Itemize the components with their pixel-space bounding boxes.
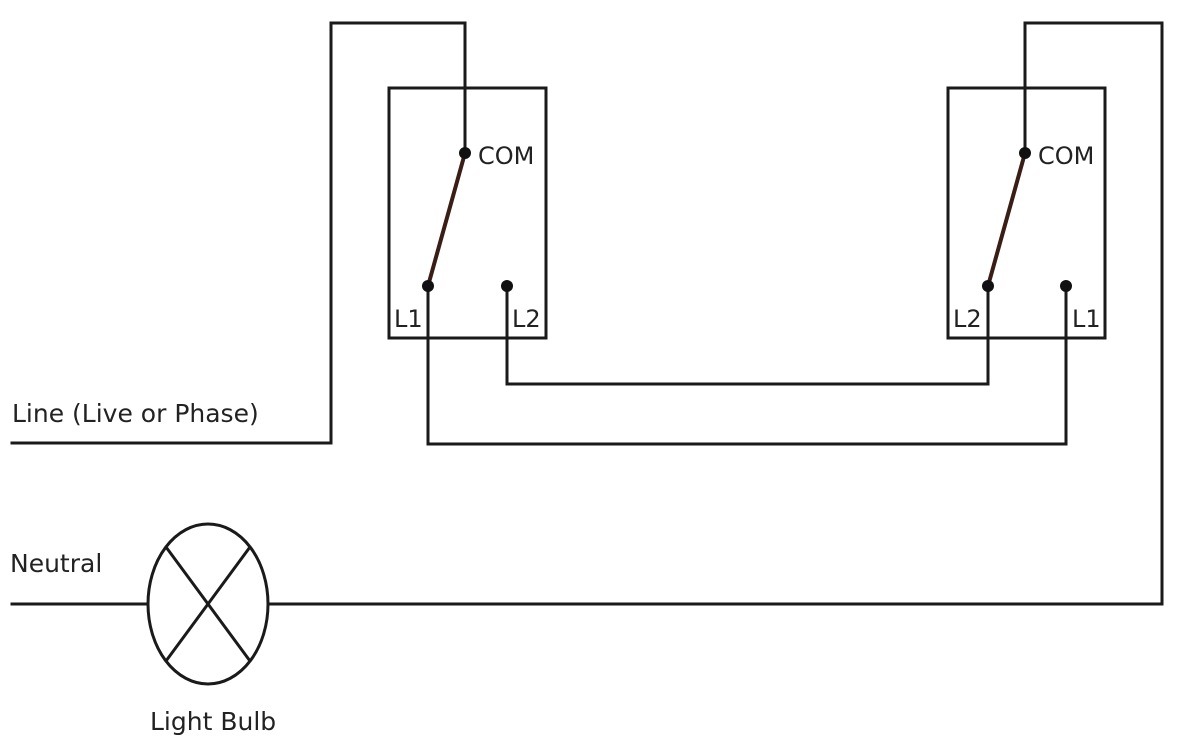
right-l2-label: L2	[953, 305, 982, 333]
light-bulb-icon	[146, 522, 270, 686]
neutral-label: Neutral	[10, 549, 102, 578]
left-l2-terminal	[501, 280, 513, 292]
right-l1-terminal	[1060, 280, 1072, 292]
left-l1-label: L1	[394, 305, 423, 333]
left-l2-label: L2	[512, 305, 541, 333]
light-bulb-label: Light Bulb	[150, 707, 276, 736]
right-l2-terminal	[982, 280, 994, 292]
left-com-label: COM	[478, 142, 534, 170]
right-l1-label: L1	[1072, 305, 1101, 333]
switched-wire	[266, 21, 1164, 606]
right-switch-lever	[986, 151, 1027, 288]
traveler-wire-l1	[426, 284, 1068, 446]
left-switch-lever	[426, 151, 467, 288]
line-label: Line (Live or Phase)	[12, 399, 259, 428]
right-com-terminal	[1019, 147, 1031, 159]
left-l1-terminal	[422, 280, 434, 292]
left-switch-box	[387, 86, 548, 340]
line-wire	[10, 21, 467, 445]
right-com-label: COM	[1038, 142, 1094, 170]
left-com-terminal	[459, 147, 471, 159]
traveler-wire-l2	[505, 284, 990, 386]
